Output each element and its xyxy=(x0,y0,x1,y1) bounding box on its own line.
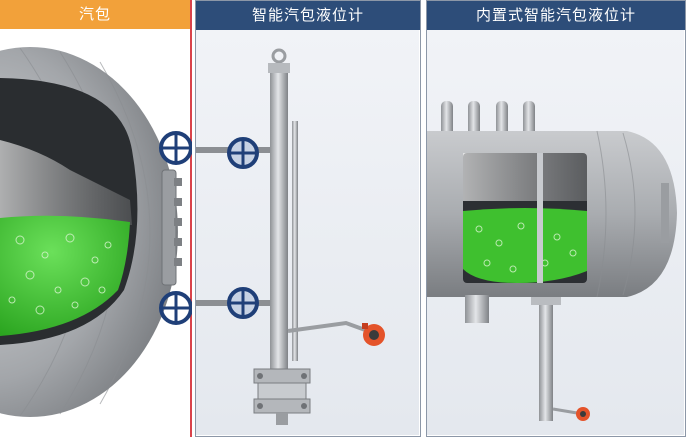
transmitter-icon xyxy=(362,323,385,346)
gauge-column xyxy=(270,71,288,369)
drum-water xyxy=(0,215,130,336)
valve-handwheel-icon xyxy=(159,291,192,325)
valve-handwheel-icon xyxy=(227,287,259,319)
internal-gauge-panel: 内置式智能汽包液位计 xyxy=(426,0,686,437)
drum-panel-title: 汽包 xyxy=(0,0,190,29)
drum-panel: 汽包 xyxy=(0,0,192,437)
transmitter-icon xyxy=(576,407,590,421)
valve-handwheel-icon xyxy=(159,131,192,165)
drum-flange xyxy=(161,169,177,286)
gauge-flange-block xyxy=(253,368,311,425)
smart-gauge-illustration xyxy=(196,30,419,435)
smart-gauge-panel: 智能汽包液位计 xyxy=(195,0,421,437)
valve-handwheel-icon xyxy=(227,137,259,169)
internal-drum-water xyxy=(463,208,587,283)
drum-steam xyxy=(0,140,132,225)
drum-illustration xyxy=(0,29,192,437)
smart-gauge-panel-title: 智能汽包液位计 xyxy=(196,1,420,30)
internal-gauge-panel-title: 内置式智能汽包液位计 xyxy=(427,1,685,30)
internal-gauge-illustration xyxy=(427,30,684,435)
